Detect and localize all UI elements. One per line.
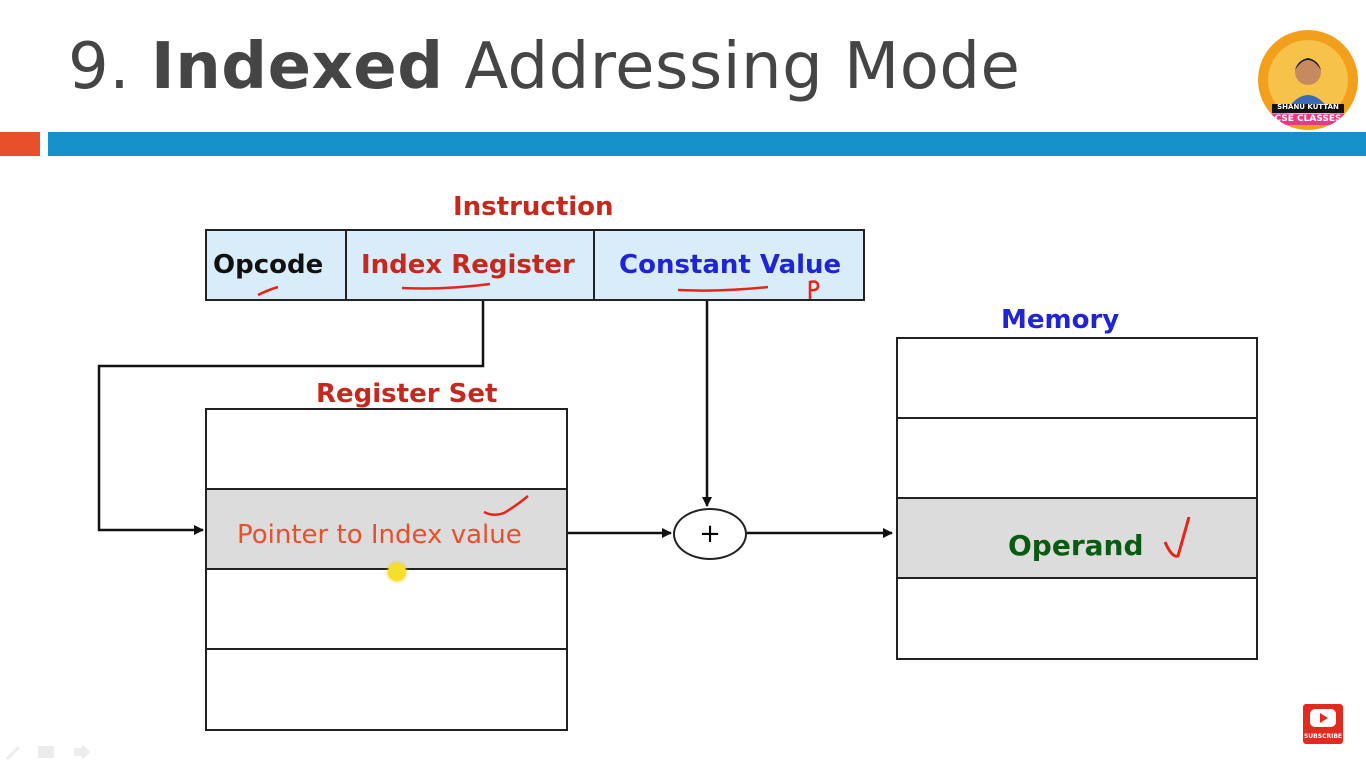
pointer-to-index-label: Pointer to Index value (237, 520, 522, 550)
p-mark (808, 280, 820, 299)
presenter-avatar-icon (1260, 32, 1356, 128)
title-bold: Indexed (150, 30, 444, 104)
next-arrow-icon (74, 744, 90, 760)
operand-label: Operand (1008, 529, 1144, 562)
opcode-underline (257, 285, 279, 297)
index-register-to-register-set-arrow (97, 301, 485, 535)
constant-value-underline (677, 285, 769, 292)
memory-heading: Memory (1001, 305, 1120, 335)
menu-icon (38, 746, 54, 758)
index-register-underline (401, 282, 491, 290)
register-row (207, 410, 566, 490)
memory-row-highlighted: Operand (898, 499, 1256, 579)
title-number: 9. (68, 30, 131, 104)
register-row (207, 570, 566, 650)
pointer-tick-mark (483, 495, 529, 516)
pen-icon (6, 746, 20, 760)
play-icon (1310, 709, 1336, 727)
memory-row (898, 339, 1256, 419)
accent-bar-red (0, 132, 40, 156)
index-register-field: Index Register (345, 231, 593, 299)
register-row-highlighted: Pointer to Index value (207, 490, 566, 570)
logo-line1: SHANU KUTTAN (1277, 103, 1339, 111)
slide-nav-icons[interactable] (4, 740, 94, 760)
laser-pointer-dot (388, 563, 406, 581)
accent-bar-blue (48, 132, 1366, 156)
opcode-field: Opcode (213, 250, 324, 280)
operand-check-mark (1163, 516, 1191, 558)
instruction-heading: Instruction (453, 192, 614, 222)
logo-line2: CSE CLASSES (1274, 114, 1342, 124)
adder-circle: + (673, 508, 747, 560)
subscribe-button[interactable]: SUBSCRIBE (1303, 704, 1343, 744)
register-set-block: Pointer to Index value (205, 408, 568, 731)
register-set-heading: Register Set (316, 379, 498, 409)
memory-block: Operand (896, 337, 1258, 660)
title-rest: Addressing Mode (464, 30, 1021, 104)
subscribe-label: SUBSCRIBE (1303, 733, 1342, 740)
constant-value-field: Constant Value (593, 231, 863, 299)
memory-row (898, 419, 1256, 499)
channel-logo: SHANU KUTTAN CSE CLASSES (1258, 30, 1358, 130)
slide-title: 9. Indexed Addressing Mode (68, 30, 1020, 104)
